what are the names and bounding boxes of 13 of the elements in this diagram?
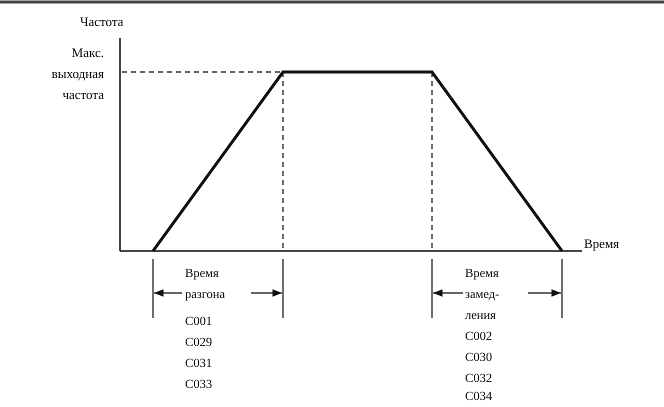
parameter-code: C031 xyxy=(185,355,212,372)
axis-value-label: Макс. выходная частота xyxy=(50,44,104,104)
axis-title: Время xyxy=(584,235,620,253)
parameter-code: C030 xyxy=(465,349,492,366)
parameter-code: C032 xyxy=(465,370,492,387)
parameter-code: C002 xyxy=(465,328,492,345)
parameter-code: C033 xyxy=(185,376,212,393)
parameter-code: C001 xyxy=(185,313,212,330)
dimension-label: Время разгона xyxy=(185,265,226,303)
parameter-code: C029 xyxy=(185,334,212,351)
axis-title: Частота xyxy=(80,13,124,31)
dimension-label: Время замед- ления xyxy=(465,265,500,324)
parameter-code: C034 xyxy=(465,388,492,405)
